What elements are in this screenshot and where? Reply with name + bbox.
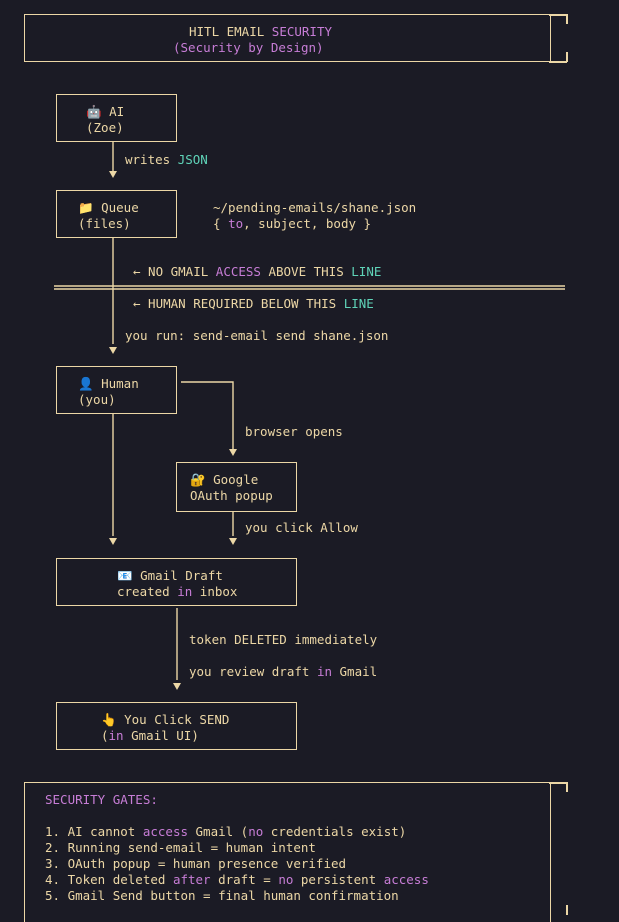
arrowhead-down <box>173 683 181 690</box>
label-you-click-allow: you click Allow <box>245 520 358 535</box>
gate-4: 4. Token deleted after draft = no persis… <box>45 872 429 887</box>
node-google <box>176 462 297 512</box>
pointing-hand-icon: 👆 <box>101 712 117 727</box>
folder-icon: 📁 <box>78 200 94 215</box>
label-human-required: ← HUMAN REQUIRED BELOW THIS LINE <box>133 296 374 311</box>
label-token-deleted: token DELETED immediately <box>189 632 378 647</box>
label-you-review: you review draft in Gmail <box>189 664 378 679</box>
envelope-icon: 📧 <box>117 568 133 583</box>
node-draft-sub: created in inbox <box>117 584 238 599</box>
gate-2: 2. Running send-email = human intent <box>45 840 316 855</box>
node-human-sub: (you) <box>78 392 116 407</box>
label-writes-json: writes JSON <box>125 152 208 167</box>
header-subtitle: (Security by Design) <box>173 40 324 55</box>
arrowhead-down <box>109 538 117 545</box>
security-gates-box <box>24 782 551 922</box>
node-gmail-draft <box>56 558 297 606</box>
node-queue-label: 📁 Queue <box>78 200 139 215</box>
node-send-sub: (in Gmail UI) <box>101 728 199 743</box>
label-no-gmail-access: ← NO GMAIL ACCESS ABOVE THIS LINE <box>133 264 382 279</box>
header-box <box>24 14 551 62</box>
node-google-sub: OAuth popup <box>190 488 273 503</box>
label-browser-opens: browser opens <box>245 424 343 439</box>
label-you-run: you run: send-email send shane.json <box>125 328 389 343</box>
node-draft-label: 📧 Gmail Draft <box>117 568 223 583</box>
gate-3: 3. OAuth popup = human presence verified <box>45 856 347 871</box>
queue-fields: { to, subject, body } <box>213 216 372 231</box>
arrowhead-down <box>229 538 237 545</box>
arrowhead-down <box>229 449 237 456</box>
header-title: HITL EMAIL SECURITY <box>189 24 333 39</box>
person-icon: 👤 <box>78 376 94 391</box>
gate-1: 1. AI cannot access Gmail (no credential… <box>45 824 407 839</box>
node-google-label: 🔐 Google <box>190 472 259 487</box>
node-queue <box>56 190 177 238</box>
node-human <box>56 366 177 414</box>
robot-icon: 🤖 <box>86 104 102 119</box>
queue-path: ~/pending-emails/shane.json <box>213 200 417 215</box>
node-ai-sub: (Zoe) <box>86 120 124 135</box>
arrowhead-down <box>109 347 117 354</box>
lock-key-icon: 🔐 <box>190 472 206 487</box>
node-queue-sub: (files) <box>78 216 131 231</box>
arrowhead-down <box>109 171 117 178</box>
gates-title: SECURITY GATES: <box>45 792 158 807</box>
node-send-label: 👆 You Click SEND <box>101 712 230 727</box>
node-ai-label: 🤖 AI <box>86 104 125 119</box>
node-ai <box>56 94 177 142</box>
node-send <box>56 702 297 750</box>
node-human-label: 👤 Human <box>78 376 139 391</box>
gate-5: 5. Gmail Send button = final human confi… <box>45 888 399 903</box>
